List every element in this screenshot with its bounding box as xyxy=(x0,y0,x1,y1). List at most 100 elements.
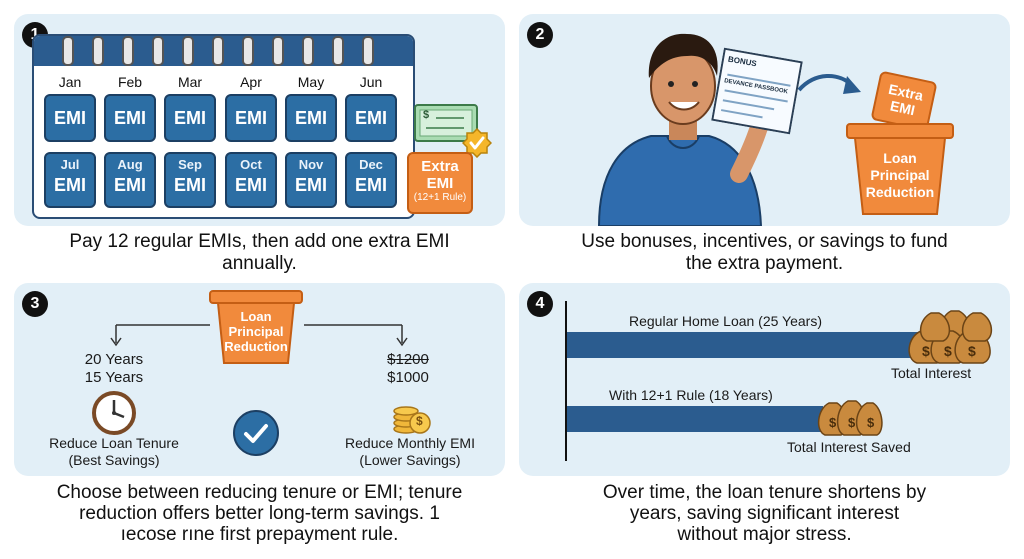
calendar-ring-icon xyxy=(122,36,134,66)
total-interest-label: Total Interest xyxy=(891,365,972,381)
panel-step-4: 4 Regular Home Loan (25 Years) Total Int… xyxy=(519,283,1010,476)
extra-emi-line1: Extra xyxy=(421,158,459,175)
new-emi: $1000 xyxy=(387,369,429,386)
bag-symbol: $ xyxy=(829,415,837,430)
caption-line: Use bonuses, incentives, or savings to f… xyxy=(581,231,948,252)
rule-loan-label: With 12+1 Rule (18 Years) xyxy=(609,387,773,403)
caption-step-2: Use bonuses, incentives, or savings to f… xyxy=(519,231,1010,275)
old-tenure: 20 Years xyxy=(84,351,144,368)
option-title: Reduce Monthly EMI xyxy=(345,435,475,451)
emi-label: EMI xyxy=(173,175,206,195)
bonus-document-icon: BONUS DEVANCE PASSBOOK xyxy=(711,47,803,135)
extra-emi-line2: EMI xyxy=(426,175,454,192)
emi-tile: EMI xyxy=(104,94,156,142)
caption-line: Pay 12 regular EMIs, then add one extra … xyxy=(69,231,450,252)
axis-line xyxy=(565,301,567,461)
month-label: May xyxy=(297,74,325,90)
pot-line: Reduction xyxy=(224,339,288,354)
calendar-ring-icon xyxy=(92,36,104,66)
coin-symbol: $ xyxy=(416,414,423,428)
branch-arrows xyxy=(104,313,414,353)
caption-line: Over time, the loan tenure shortens by xyxy=(602,482,927,503)
rule-loan-bar xyxy=(567,406,823,432)
emi-label: EMI xyxy=(354,175,387,195)
step-number-badge: 2 xyxy=(527,22,553,48)
interest-saved-label: Total Interest Saved xyxy=(787,439,911,455)
calendar-ring-icon xyxy=(182,36,194,66)
right-option-values: $1200 $1000 xyxy=(358,351,458,387)
panel-step-1: 1 Jan Feb Mar Apr May Jun EMI EMI EMI EM… xyxy=(14,14,505,226)
bag-symbol: $ xyxy=(968,343,976,359)
emi-tile: EMI xyxy=(285,94,337,142)
emi-tile: EMI xyxy=(345,94,397,142)
caption-line: years, saving significant interest xyxy=(629,503,900,524)
left-option-values: 20 Years 15 Years xyxy=(54,351,174,387)
checkmark-icon xyxy=(232,409,280,457)
emi-tile: EMI xyxy=(164,94,216,142)
caption-line: annually. xyxy=(222,253,297,274)
bag-symbol: $ xyxy=(944,343,952,359)
caption-step-3: Choose between reducing tenure or EMI; t… xyxy=(0,482,519,545)
calendar-ring-icon xyxy=(152,36,164,66)
old-emi: $1200 xyxy=(387,351,429,368)
calendar-ring-icon xyxy=(272,36,284,66)
pot-line: Principal xyxy=(228,324,284,339)
extra-emi-rule: (12+1 Rule) xyxy=(413,192,467,203)
pot-line: Reduction xyxy=(865,184,935,200)
person-illustration xyxy=(589,24,799,226)
pot-line: Loan xyxy=(883,150,917,166)
cheque-symbol: $ xyxy=(423,109,430,121)
right-option-label: Reduce Monthly EMI (Lower Savings) xyxy=(320,435,500,469)
option-title: Reduce Loan Tenure xyxy=(49,435,179,451)
month-label: Nov xyxy=(298,157,324,172)
option-note: (Lower Savings) xyxy=(359,452,461,468)
caption-line: Choose between reducing tenure or EMI; t… xyxy=(56,482,463,503)
bag-symbol: $ xyxy=(922,343,930,359)
coins-icon: $ xyxy=(392,399,432,435)
bag-symbol: $ xyxy=(867,415,875,430)
month-label: Oct xyxy=(240,157,262,172)
month-label: Jan xyxy=(58,74,82,90)
left-option-label: Reduce Loan Tenure (Best Savings) xyxy=(24,435,204,469)
panel-step-2: 2 BONUS DEVANCE PASSBOOK xyxy=(519,14,1010,226)
caption-line: ıecose rıne first prepayment rule. xyxy=(120,524,399,545)
calendar-ring-icon xyxy=(332,36,344,66)
loan-pot-icon: Loan Principal Reduction xyxy=(845,122,955,216)
caption-line: the extra payment. xyxy=(685,253,844,274)
calendar-ring-icon xyxy=(362,36,374,66)
panel-step-3: 3 Loan Principal Reduction 20 Years 15 Y… xyxy=(14,283,505,476)
pot-line: Principal xyxy=(870,167,930,183)
money-bags-icon: $ $ $ xyxy=(815,395,885,437)
month-label: Sep xyxy=(178,157,202,172)
curved-arrow-icon xyxy=(795,66,865,106)
month-label: Apr xyxy=(240,74,262,90)
cheque-icon: $ xyxy=(414,104,478,144)
step-number-badge: 4 xyxy=(527,291,553,317)
extra-emi-box: Extra EMI (12+1 Rule) xyxy=(407,152,473,214)
clock-icon xyxy=(92,391,136,435)
bag-symbol: $ xyxy=(848,415,856,430)
emi-label: EMI xyxy=(234,175,267,195)
month-label: Jul xyxy=(60,157,80,172)
emi-label: EMI xyxy=(113,175,146,195)
regular-loan-bar xyxy=(567,332,921,358)
emi-label: EMI xyxy=(294,175,327,195)
new-tenure: 15 Years xyxy=(84,369,144,386)
caption-line: without major stress. xyxy=(677,524,852,545)
check-badge-icon xyxy=(461,127,493,159)
calendar-ring-icon xyxy=(212,36,224,66)
month-label: Dec xyxy=(359,157,383,172)
step-number-badge: 3 xyxy=(22,291,48,317)
loan-pot-icon: Loan Principal Reduction xyxy=(208,289,304,365)
pot-line: Loan xyxy=(240,309,272,324)
month-label: Mar xyxy=(177,74,203,90)
caption-step-1: Pay 12 regular EMIs, then add one extra … xyxy=(14,231,505,275)
calendar-ring-icon xyxy=(302,36,314,66)
money-bags-icon: $ $ $ xyxy=(903,301,995,365)
